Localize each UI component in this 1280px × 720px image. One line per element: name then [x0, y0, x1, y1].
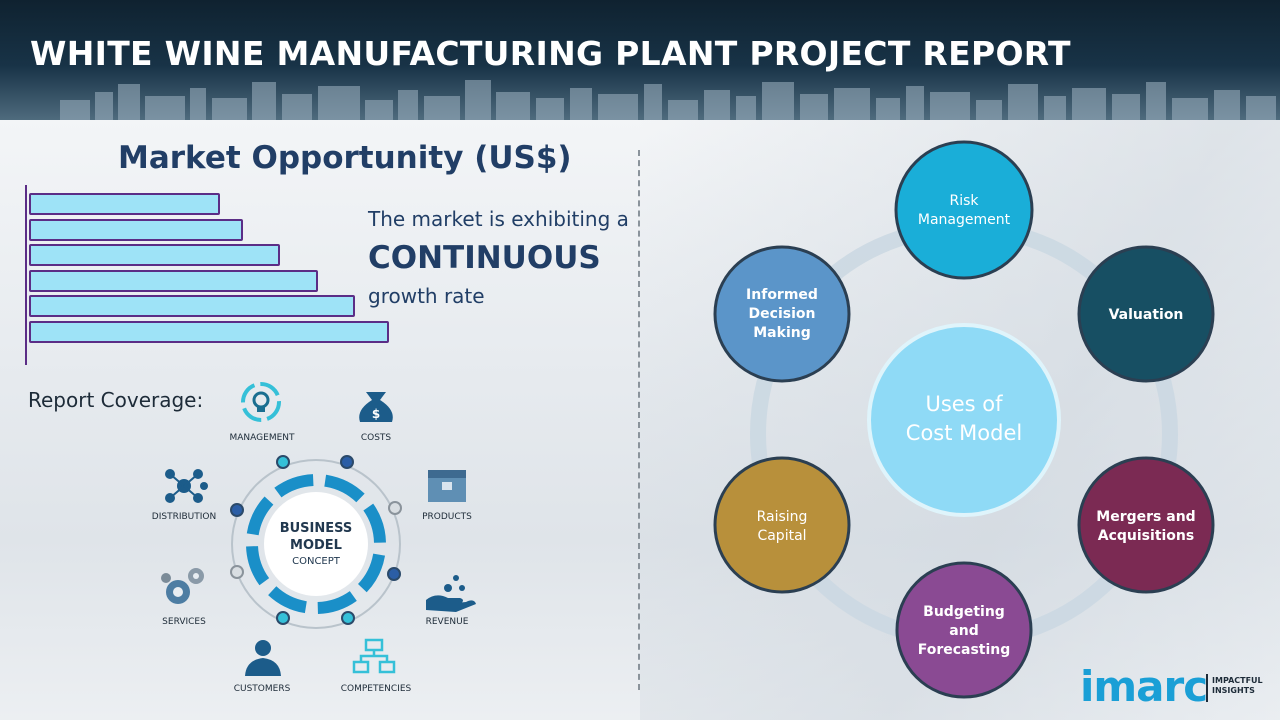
center-disc [264, 492, 368, 596]
hand-coins-icon [426, 575, 476, 612]
center-line2: MODEL [290, 538, 342, 553]
informed-line3: Making [753, 325, 810, 341]
header-banner: WHITE WINE MANUFACTURING PLANT PROJECT R… [0, 0, 1280, 120]
gears-icon [161, 568, 204, 604]
network-icon [165, 469, 208, 503]
market-growth-bar-graphic [25, 185, 425, 365]
risk-management-node [894, 140, 1034, 280]
growth-bar [29, 193, 220, 215]
section-divider [638, 150, 640, 690]
logo-tag-line1: IMPACTFUL [1212, 676, 1263, 685]
budgeting-line1: Budgeting [923, 604, 1005, 620]
valuation-line1: Valuation [1109, 307, 1184, 323]
coverage-label-services: SERVICES [162, 617, 206, 627]
coverage-label-costs: COSTS [361, 433, 392, 443]
risk-line2: Management [918, 212, 1011, 228]
coverage-label-customers: CUSTOMERS [234, 684, 291, 694]
market-statement-line1: The market is exhibiting a [368, 207, 629, 231]
valuation-node [1077, 245, 1215, 383]
mergers-node [1077, 456, 1215, 594]
center-circle [867, 323, 1061, 517]
center-line1: Uses of [925, 392, 1003, 416]
logo-tagline: IMPACTFUL INSIGHTS [1212, 676, 1263, 696]
city-skyline-graphic [60, 80, 1276, 120]
center-line1: BUSINESS [280, 521, 353, 536]
market-statement-line3: growth rate [368, 284, 485, 308]
svg-text:$: $ [372, 407, 380, 421]
center-line3: CONCEPT [292, 556, 341, 567]
management-icon [241, 382, 281, 422]
growth-bar [29, 321, 389, 343]
informed-line2: Decision [749, 306, 816, 322]
outer-ring [231, 459, 401, 629]
logo-separator [1206, 674, 1208, 702]
coverage-label-competencies: COMPETENCIES [341, 684, 412, 694]
growth-bar [29, 218, 243, 241]
coverage-label-distribution: DISTRIBUTION [152, 512, 216, 522]
raising-line2: Capital [757, 528, 806, 544]
hierarchy-icon [352, 638, 396, 674]
growth-bar [29, 295, 355, 318]
center-line2: Cost Model [906, 421, 1022, 445]
coverage-label-products: PRODUCTS [422, 512, 472, 522]
budgeting-line2: and [949, 623, 978, 639]
imarc-logo: imarc IMPACTFUL INSIGHTS [1080, 660, 1270, 711]
market-statement-highlight: CONTINUOUS [368, 240, 601, 276]
informed-line1: Informed [746, 287, 818, 303]
growth-bar [29, 244, 280, 267]
uses-of-cost-model-diagram: Uses of Cost Model Risk Management Valua… [713, 140, 1215, 699]
box-icon [428, 470, 466, 502]
business-model-diagram: BUSINESS MODEL CONCEPT MANAGEMENT $ COST… [152, 382, 476, 694]
report-coverage-title: Report Coverage: [28, 388, 204, 412]
page-title: WHITE WINE MANUFACTURING PLANT PROJECT R… [30, 34, 1071, 73]
connector-dots [230, 455, 402, 625]
segment-ring [246, 474, 386, 614]
customer-icon [245, 640, 281, 676]
coverage-label-revenue: REVENUE [426, 617, 469, 627]
growth-bar [29, 269, 318, 292]
market-opportunity-title: Market Opportunity (US$) [118, 140, 572, 176]
mergers-line1: Mergers and [1096, 509, 1195, 525]
risk-line1: Risk [949, 193, 979, 209]
logo-tag-line2: INSIGHTS [1212, 686, 1255, 695]
budgeting-node [895, 561, 1033, 699]
budgeting-line3: Forecasting [918, 642, 1011, 658]
money-bag-icon: $ [359, 392, 393, 422]
mergers-line2: Acquisitions [1098, 528, 1194, 544]
coverage-label-management: MANAGEMENT [230, 433, 295, 443]
logo-wordmark: imarc [1080, 662, 1208, 711]
raising-capital-node [713, 456, 851, 594]
raising-line1: Raising [757, 509, 808, 525]
informed-decision-node [713, 245, 851, 383]
